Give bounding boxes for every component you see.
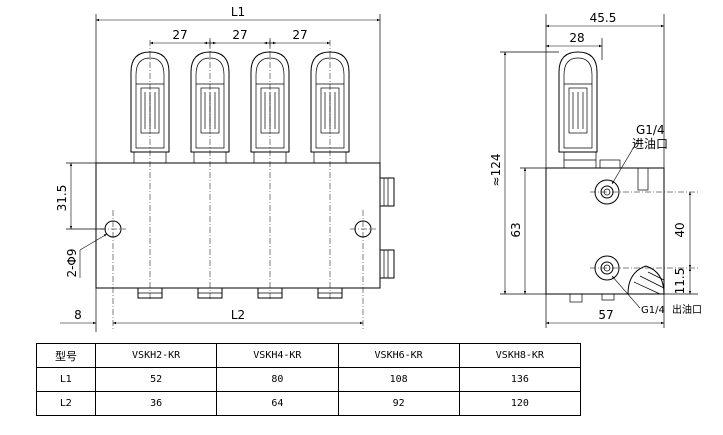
table-header-cell: VSKH2-KR bbox=[94, 343, 218, 368]
dim-124: ≈124 bbox=[489, 154, 503, 187]
dim-l2-label: L2 bbox=[231, 308, 245, 322]
table-cell: 136 bbox=[458, 367, 582, 392]
dim-hole-label: 2-Φ9 bbox=[65, 248, 79, 277]
dim-28: 28 bbox=[569, 31, 584, 45]
row-label: L2 bbox=[36, 391, 96, 416]
dim-40: 40 bbox=[673, 222, 687, 237]
inlet-port-label: 进油口 bbox=[632, 137, 668, 151]
indicator-4 bbox=[310, 40, 350, 300]
dim-pitch-1: 27 bbox=[172, 28, 187, 42]
dim-pitch-3: 27 bbox=[292, 28, 307, 42]
indicator-1 bbox=[130, 40, 170, 300]
dim-45-5: 45.5 bbox=[590, 11, 617, 25]
spec-table: 型号 VSKH2-KR VSKH4-KR VSKH6-KR VSKH8-KR L… bbox=[36, 343, 582, 416]
dim-8: 8 bbox=[74, 308, 82, 322]
dim-pitch-2: 27 bbox=[232, 28, 247, 42]
dim-l1-label: L1 bbox=[231, 5, 245, 19]
side-view bbox=[500, 14, 698, 328]
dim-63: 63 bbox=[509, 222, 523, 237]
technical-drawing: L1 27 27 27 31.5 2-Φ9 8 L2 bbox=[55, 5, 702, 332]
table-header-cell: 型号 bbox=[36, 343, 96, 368]
table-row: L1 52 80 108 136 bbox=[36, 367, 582, 392]
table-cell: 108 bbox=[337, 367, 460, 392]
table-cell: 120 bbox=[458, 391, 582, 416]
front-view bbox=[60, 14, 395, 332]
table-cell: 92 bbox=[337, 391, 460, 416]
indicator-3 bbox=[250, 40, 290, 300]
table-cell: 80 bbox=[216, 367, 339, 392]
distributor-block bbox=[95, 162, 381, 289]
dim-57: 57 bbox=[598, 308, 613, 322]
outlet-port-label: 出油口 bbox=[672, 303, 702, 316]
table-cell: 52 bbox=[94, 367, 218, 392]
table-row: L2 36 64 92 120 bbox=[36, 391, 582, 416]
table-header-cell: VSKH4-KR bbox=[216, 343, 339, 368]
row-label: L1 bbox=[36, 367, 96, 392]
dim-11-5: 11.5 bbox=[673, 268, 687, 295]
table-header-cell: VSKH8-KR bbox=[458, 343, 582, 368]
dim-31-5: 31.5 bbox=[55, 185, 69, 212]
indicator-2 bbox=[190, 40, 230, 300]
inlet-thread-label: G1/4 bbox=[636, 123, 665, 137]
side-block bbox=[545, 167, 665, 295]
outlet-thread-label: G1/4 bbox=[641, 305, 665, 316]
table-header-cell: VSKH6-KR bbox=[337, 343, 460, 368]
table-cell: 64 bbox=[216, 391, 339, 416]
table-header-row: 型号 VSKH2-KR VSKH4-KR VSKH6-KR VSKH8-KR bbox=[36, 343, 582, 368]
table-cell: 36 bbox=[94, 391, 218, 416]
